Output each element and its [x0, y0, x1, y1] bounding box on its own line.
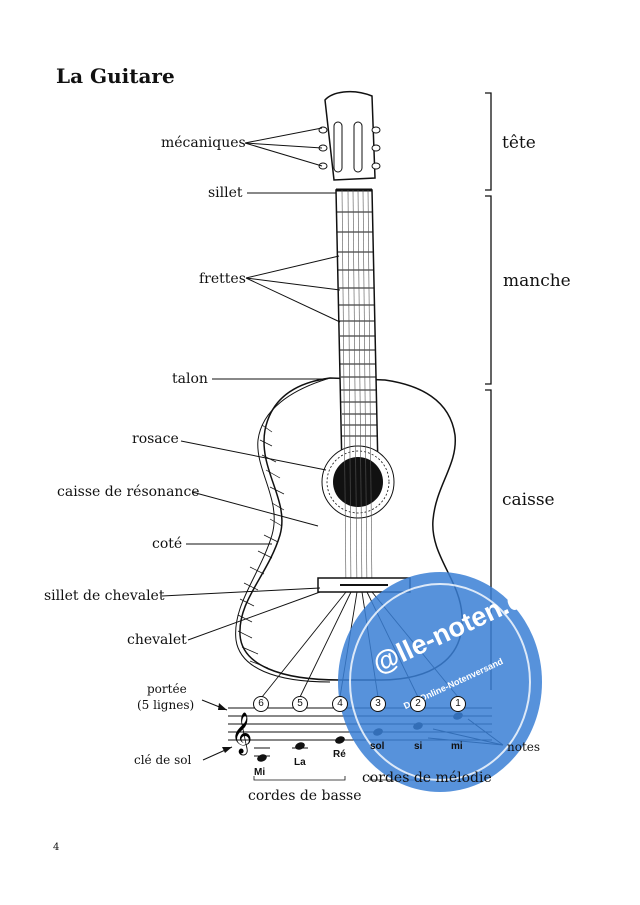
strings	[341, 189, 373, 591]
side-hatching	[237, 424, 285, 669]
label-chevalet: chevalet	[127, 632, 187, 648]
label-talon: talon	[172, 371, 208, 387]
string-number: 3	[370, 696, 386, 712]
note-name: mi	[451, 741, 463, 752]
note-name: Ré	[333, 749, 346, 760]
page-number: 4	[53, 842, 60, 853]
headstock-slot-right	[353, 121, 363, 173]
label-cle-de-sol: clé de sol	[134, 753, 192, 767]
string-number: 2	[410, 696, 426, 712]
label-portee: portée	[147, 682, 187, 696]
section-caisse: caisse	[502, 490, 555, 510]
note-name: Mi	[254, 767, 266, 778]
label-cordes-melodie: cordes de mélodie	[362, 770, 492, 786]
label-sillet: sillet	[208, 185, 243, 201]
leader-lines	[161, 127, 341, 641]
section-manche: manche	[503, 271, 571, 291]
section-tete: tête	[502, 133, 536, 153]
label-rosace: rosace	[132, 431, 179, 447]
label-sillet-chevalet: sillet de chevalet	[44, 588, 165, 604]
sound-hole	[333, 457, 383, 507]
label-cote: coté	[152, 536, 183, 552]
string-number: 6	[253, 696, 269, 712]
label-portee-lignes: (5 lignes)	[137, 698, 195, 712]
label-caisse-resonance: caisse de résonance	[57, 484, 200, 500]
label-mecaniques: mécaniques	[161, 135, 246, 151]
page-title: La Guitare	[56, 64, 175, 88]
string-number: 1	[450, 696, 466, 712]
tuning-pegs	[318, 126, 381, 170]
label-notes: notes	[507, 740, 541, 754]
note-name: La	[294, 757, 306, 768]
note-name: sol	[370, 741, 385, 752]
treble-clef: 𝄞	[231, 712, 252, 755]
note-name: si	[414, 741, 423, 752]
guitar-side	[235, 377, 331, 683]
label-cordes-basse: cordes de basse	[248, 788, 362, 804]
headstock	[324, 90, 376, 181]
string-number: 4	[332, 696, 348, 712]
string-number: 5	[292, 696, 308, 712]
watermark-stamp	[338, 572, 542, 792]
headstock-slot-left	[333, 121, 343, 173]
label-frettes: frettes	[199, 271, 246, 287]
